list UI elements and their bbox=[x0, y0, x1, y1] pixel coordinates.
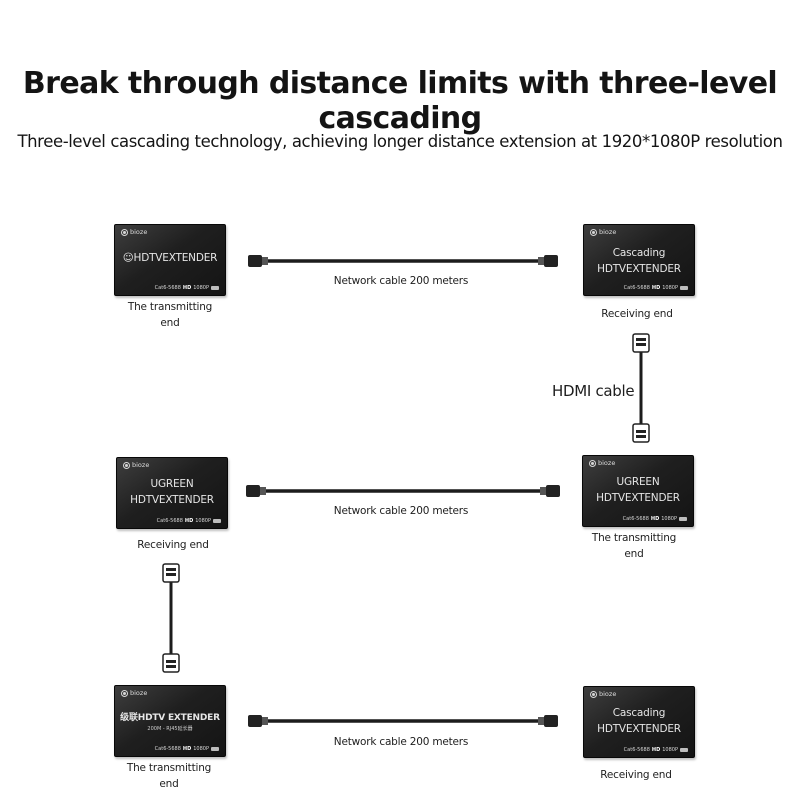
caption-transmitting-end-3: The transmitting end bbox=[109, 760, 229, 792]
resolution-badge: 1080P bbox=[193, 746, 209, 752]
extender-transmitter-2: bioze UGREEN HDTVEXTENDER Cat6-5688 HD 1… bbox=[582, 455, 694, 527]
brand-logo: bioze bbox=[589, 460, 615, 467]
device-footer: Cat6-5688 HD 1080P bbox=[624, 747, 688, 753]
resolution-badge: 1080P bbox=[662, 285, 678, 291]
brand-icon bbox=[121, 690, 128, 697]
page-subtitle: Three-level cascading technology, achiev… bbox=[17, 132, 783, 151]
caption-receiving-end-1: Receiving end bbox=[577, 306, 697, 322]
hdmi-cable-label: HDMI cable bbox=[552, 382, 635, 400]
hd-logo: HD bbox=[651, 285, 661, 291]
brand-name: bioze bbox=[599, 228, 617, 236]
caption-line: end bbox=[160, 317, 180, 329]
extender-receiver-1: bioze Cascading HDTVEXTENDER Cat6-5688 H… bbox=[583, 224, 695, 296]
device-footer: Cat6-5688 HD 1080P bbox=[155, 746, 219, 752]
extender-transmitter-1: bioze ☺HDTVEXTENDER Cat6-5688 HD 1080P bbox=[114, 224, 226, 296]
device-label-line-2: HDTVEXTENDER bbox=[597, 263, 681, 275]
model-code: Cat6-5688 bbox=[156, 518, 183, 524]
hd-logo: HD bbox=[650, 516, 660, 522]
caption-line: Receiving end bbox=[600, 769, 672, 781]
device-label-line-1: Cascading bbox=[612, 707, 666, 719]
network-cable-row-1 bbox=[248, 255, 558, 267]
device-label: ☺HDTVEXTENDER bbox=[122, 252, 218, 264]
device-sublabel: 200M - RJ45延长器 bbox=[147, 726, 193, 732]
cable-label-row-1: Network cable 200 meters bbox=[333, 275, 469, 287]
brand-name: bioze bbox=[130, 689, 148, 697]
hd-logo: HD bbox=[651, 747, 661, 753]
badge-icon bbox=[679, 517, 687, 521]
brand-name: bioze bbox=[130, 228, 148, 236]
resolution-badge: 1080P bbox=[195, 518, 211, 524]
brand-logo: bioze bbox=[590, 229, 616, 236]
badge-icon bbox=[680, 748, 688, 752]
caption-receiving-end-3: Receiving end bbox=[576, 767, 696, 783]
badge-icon bbox=[211, 747, 219, 751]
hd-logo: HD bbox=[182, 746, 192, 752]
brand-icon bbox=[121, 229, 128, 236]
brand-logo: bioze bbox=[123, 462, 149, 469]
brand-name: bioze bbox=[598, 459, 616, 467]
device-footer: Cat6-5688 HD 1080P bbox=[157, 518, 221, 524]
cable-label-row-3: Network cable 200 meters bbox=[333, 736, 469, 748]
brand-icon bbox=[590, 229, 597, 236]
caption-line: The transmitting bbox=[126, 762, 212, 774]
brand-icon bbox=[590, 691, 597, 698]
caption-line: The transmitting bbox=[127, 301, 213, 313]
device-label-line-1: Cascading bbox=[612, 247, 666, 259]
extender-transmitter-3: bioze 级联HDTV EXTENDER 200M - RJ45延长器 Cat… bbox=[114, 685, 226, 757]
brand-logo: bioze bbox=[121, 690, 147, 697]
model-code: Cat6-5688 bbox=[623, 747, 650, 753]
brand-name: bioze bbox=[599, 690, 617, 698]
hd-logo: HD bbox=[182, 285, 192, 291]
caption-line: end bbox=[624, 548, 644, 560]
network-cable-row-2 bbox=[246, 485, 560, 497]
caption-line: The transmitting bbox=[591, 532, 677, 544]
badge-icon bbox=[213, 519, 221, 523]
resolution-badge: 1080P bbox=[662, 747, 678, 753]
hdmi-cable-left bbox=[162, 563, 180, 673]
brand-icon bbox=[589, 460, 596, 467]
device-label-line-2: HDTVEXTENDER bbox=[597, 723, 681, 735]
device-label-line-2: HDTVEXTENDER bbox=[130, 494, 214, 506]
resolution-badge: 1080P bbox=[661, 516, 677, 522]
brand-icon bbox=[123, 462, 130, 469]
device-footer: Cat6-5688 HD 1080P bbox=[624, 285, 688, 291]
extender-receiver-2: bioze UGREEN HDTVEXTENDER Cat6-5688 HD 1… bbox=[116, 457, 228, 529]
device-footer: Cat6-5688 HD 1080P bbox=[623, 516, 687, 522]
caption-line: Receiving end bbox=[137, 539, 209, 551]
device-label: 级联HDTV EXTENDER bbox=[120, 713, 220, 723]
page-title: Break through distance limits with three… bbox=[22, 66, 778, 136]
resolution-badge: 1080P bbox=[193, 285, 209, 291]
network-cable-row-3 bbox=[248, 715, 558, 727]
device-footer: Cat6-5688 HD 1080P bbox=[155, 285, 219, 291]
device-label-line-1: UGREEN bbox=[150, 478, 194, 490]
device-label-line-1: UGREEN bbox=[616, 476, 660, 488]
brand-logo: bioze bbox=[121, 229, 147, 236]
caption-receiving-end-2: Receiving end bbox=[113, 537, 233, 553]
caption-line: end bbox=[159, 778, 179, 790]
brand-logo: bioze bbox=[590, 691, 616, 698]
badge-icon bbox=[211, 286, 219, 290]
cable-label-row-2: Network cable 200 meters bbox=[333, 505, 469, 517]
badge-icon bbox=[680, 286, 688, 290]
model-code: Cat6-5688 bbox=[154, 746, 181, 752]
model-code: Cat6-5688 bbox=[154, 285, 181, 291]
model-code: Cat6-5688 bbox=[622, 516, 649, 522]
caption-transmitting-end-1: The transmitting end bbox=[110, 299, 230, 331]
model-code: Cat6-5688 bbox=[623, 285, 650, 291]
brand-name: bioze bbox=[132, 461, 150, 469]
extender-receiver-3: bioze Cascading HDTVEXTENDER Cat6-5688 H… bbox=[583, 686, 695, 758]
device-label-line-2: HDTVEXTENDER bbox=[596, 492, 680, 504]
caption-transmitting-end-2: The transmitting end bbox=[574, 530, 694, 562]
caption-line: Receiving end bbox=[601, 308, 673, 320]
hdmi-cable-right bbox=[632, 333, 650, 443]
hd-logo: HD bbox=[184, 518, 194, 524]
